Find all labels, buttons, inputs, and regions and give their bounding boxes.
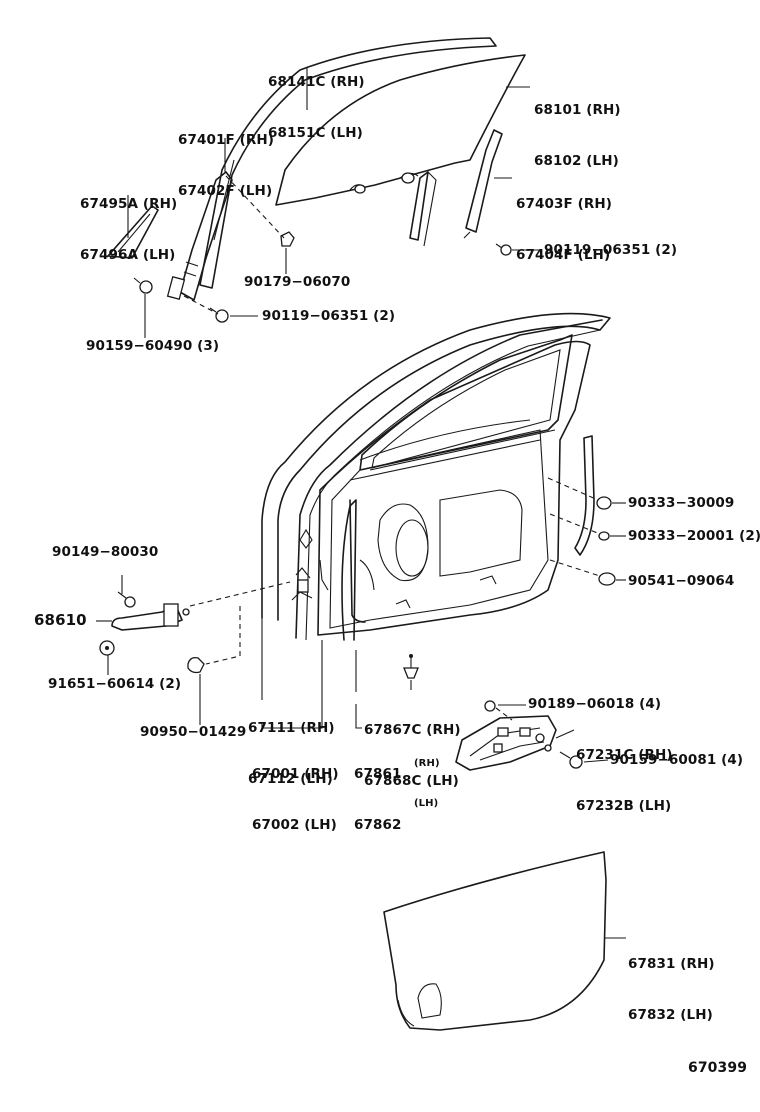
front-lower-frame <box>166 171 233 301</box>
label-90159-bottom: 90159−60081 (4) <box>610 752 744 768</box>
clip-90179 <box>280 231 295 247</box>
label-67403f: 67403F (RH) 67404F (LH) <box>516 196 613 263</box>
door-frame-outer <box>261 312 611 641</box>
plug-90333-large <box>596 496 612 510</box>
bolt-90119-top <box>495 243 512 256</box>
bolt-90189 <box>484 700 496 712</box>
label-90119-top: 90119−06351 (2) <box>544 242 678 258</box>
door-inner-panel <box>317 340 591 636</box>
rear-glass-channel <box>409 171 437 247</box>
door-lock-67231 <box>455 715 557 771</box>
label-90333-large: 90333−30009 <box>628 495 735 511</box>
label-90179: 90179−06070 <box>244 274 351 290</box>
plug-90541 <box>598 572 616 586</box>
plug-90333-small <box>598 531 610 541</box>
window-frame-inner <box>359 334 573 471</box>
weatherstrip-rear <box>574 435 595 556</box>
bolt-90119-mid <box>209 307 229 323</box>
label-91651: 91651−60614 (2) <box>48 676 182 692</box>
hinge-area <box>291 528 329 601</box>
corner-piece <box>107 205 159 259</box>
bolt-90159-bottom <box>559 751 583 769</box>
label-90189: 90189−06018 (4) <box>528 696 662 712</box>
hole-cover-67831 <box>383 851 607 1031</box>
glass-run-channel <box>199 37 497 289</box>
label-90149: 90149−80030 <box>52 544 159 560</box>
bolt-90159-top <box>133 277 153 294</box>
door-weatherstrip <box>341 499 357 641</box>
label-67861: 67861 67862 <box>354 766 402 833</box>
door-glass <box>275 54 526 206</box>
figure-number: 670399 <box>688 1060 748 1076</box>
label-67231c: 67231C (RH) 67232B (LH) <box>576 747 673 814</box>
label-67001: 67001 (RH) 67002 (LH) <box>252 766 339 833</box>
rear-lower-frame <box>463 129 503 239</box>
nut-91651 <box>99 640 115 656</box>
label-67861-side: (RH) (LH) <box>414 758 440 809</box>
label-90119-mid: 90119−06351 (2) <box>262 308 396 324</box>
label-90950: 90950−01429 <box>140 724 247 740</box>
label-68141c: 68141C (RH) 68151C (LH) <box>268 74 365 141</box>
label-90541: 90541−09064 <box>628 573 735 589</box>
label-67401f: 67401F (RH) 67402F (LH) <box>178 132 275 199</box>
bolt-90149 <box>117 591 136 608</box>
nut-90950 <box>187 656 205 674</box>
label-67831: 67831 (RH) 67832 (LH) <box>628 956 715 1023</box>
clip-67867 <box>403 654 419 679</box>
label-90159-top: 90159−60490 (3) <box>86 338 220 354</box>
label-67495a: 67495A (RH) 67496A (LH) <box>80 196 178 263</box>
label-68610: 68610 <box>34 611 87 629</box>
label-90333-small: 90333−20001 (2) <box>628 528 760 544</box>
door-check-68610 <box>111 603 190 631</box>
label-68101: 68101 (RH) 68102 (LH) <box>534 102 621 169</box>
label-67111: 67111 (RH) 67112 (LH) <box>248 720 335 787</box>
label-67867c: 67867C (RH) 67868C (LH) <box>364 722 461 789</box>
